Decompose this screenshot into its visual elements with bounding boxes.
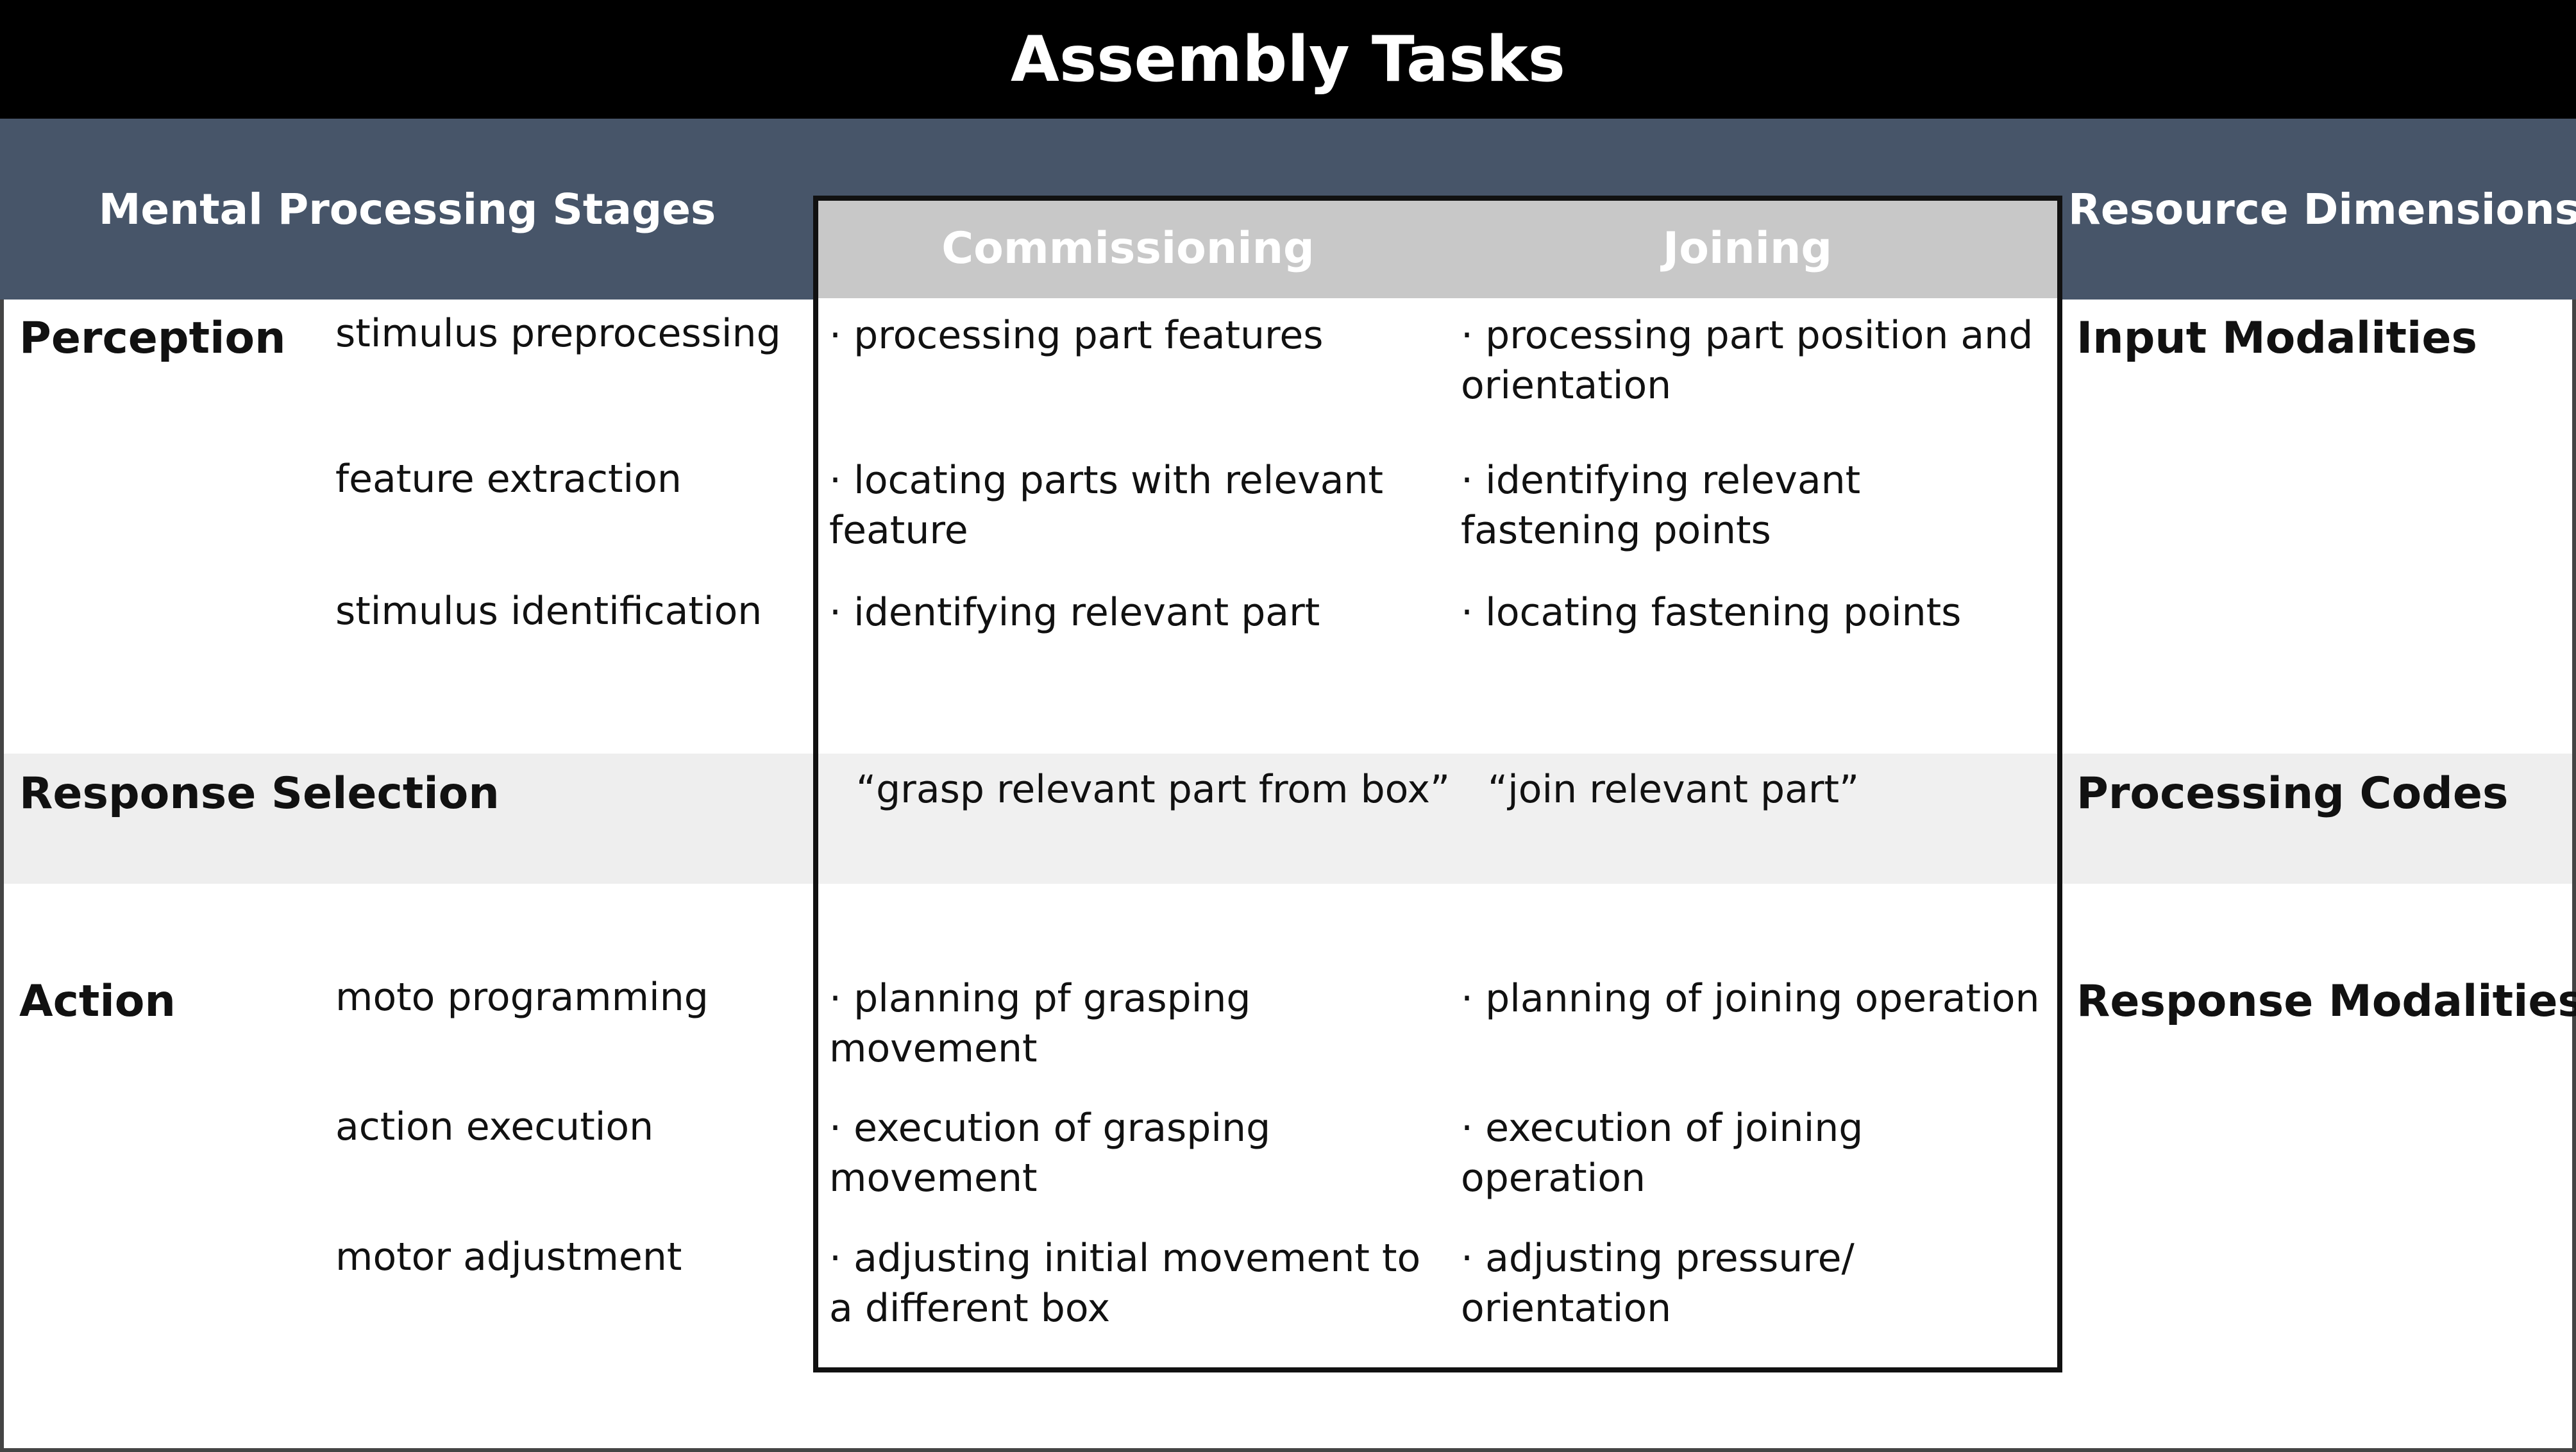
stage-perception: Perception bbox=[19, 313, 286, 364]
diagram-title: Assembly Tasks bbox=[0, 0, 2576, 119]
joining-cell: · processing part position and orientati… bbox=[1461, 313, 2033, 408]
commissioning-cell: · identifying relevant part bbox=[829, 590, 1320, 635]
dimension-processing-codes: Processing Codes bbox=[2076, 768, 2509, 819]
dimension-input-modalities: Input Modalities bbox=[2076, 313, 2477, 364]
commissioning-cell: · adjusting initial movement to a differ… bbox=[829, 1236, 1421, 1331]
joining-cell: · planning of joining operation bbox=[1461, 976, 2040, 1021]
commissioning-cell: · planning pf grasping movement bbox=[829, 976, 1251, 1071]
joining-cell: · identifying relevant fastening points bbox=[1461, 458, 1861, 553]
commissioning-response-quote: “grasp relevant part from box” bbox=[856, 767, 1451, 812]
stage-action: Action bbox=[19, 976, 176, 1027]
stage-response-selection: Response Selection bbox=[19, 768, 500, 819]
substage-action-execution: action execution bbox=[335, 1104, 654, 1149]
substage-stimulus-identification: stimulus identification bbox=[335, 589, 762, 634]
header-resource-dimensions: Resource Dimensions bbox=[2068, 185, 2576, 234]
commissioning-cell: · execution of grasping movement bbox=[829, 1106, 1271, 1201]
joining-cell: · locating fastening points bbox=[1461, 590, 1962, 635]
dimension-response-modalities: Response Modalities bbox=[2076, 976, 2576, 1027]
commissioning-cell: · locating parts with relevant feature bbox=[829, 458, 1384, 553]
header-commissioning: Commissioning bbox=[941, 223, 1315, 274]
joining-cell: · adjusting pressure/ orientation bbox=[1461, 1236, 1855, 1331]
commissioning-cell: · processing part features bbox=[829, 313, 1324, 358]
joining-response-quote: “join relevant part” bbox=[1488, 767, 1860, 812]
joining-cell: · execution of joining operation bbox=[1461, 1106, 1864, 1201]
response-selection-band-inner bbox=[818, 754, 2057, 884]
substage-moto-programming: moto programming bbox=[335, 975, 709, 1020]
substage-motor-adjustment: motor adjustment bbox=[335, 1235, 682, 1279]
substage-feature-extraction: feature extraction bbox=[335, 457, 682, 502]
tasks-header-row bbox=[818, 201, 2057, 298]
substage-stimulus-preprocessing: stimulus preprocessing bbox=[335, 311, 781, 356]
header-joining: Joining bbox=[1662, 223, 1833, 274]
header-mental-processing-stages: Mental Processing Stages bbox=[98, 185, 716, 234]
